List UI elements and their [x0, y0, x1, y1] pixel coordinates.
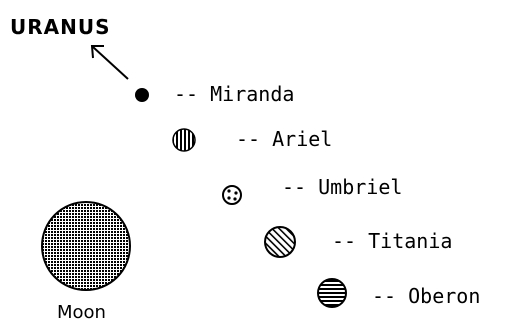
miranda-moon-icon [135, 88, 149, 102]
arrow-icon [90, 45, 129, 80]
ariel-moon-icon [172, 128, 196, 152]
earth-moon-icon [41, 201, 131, 291]
umbriel-moon-icon [222, 185, 242, 205]
titania-moon-icon [264, 226, 296, 258]
moon-label-miranda: -- Miranda [174, 82, 294, 106]
diagram-title: URANUS [10, 15, 111, 39]
moon-label-umbriel: -- Umbriel [282, 175, 402, 199]
moon-label-oberon: -- Oberon [372, 284, 480, 308]
oberon-moon-icon [317, 278, 347, 308]
moon-label-ariel: -- Ariel [236, 127, 332, 151]
moon-label-titania: -- Titania [332, 229, 452, 253]
reference-moon-label: Moon [57, 302, 106, 323]
